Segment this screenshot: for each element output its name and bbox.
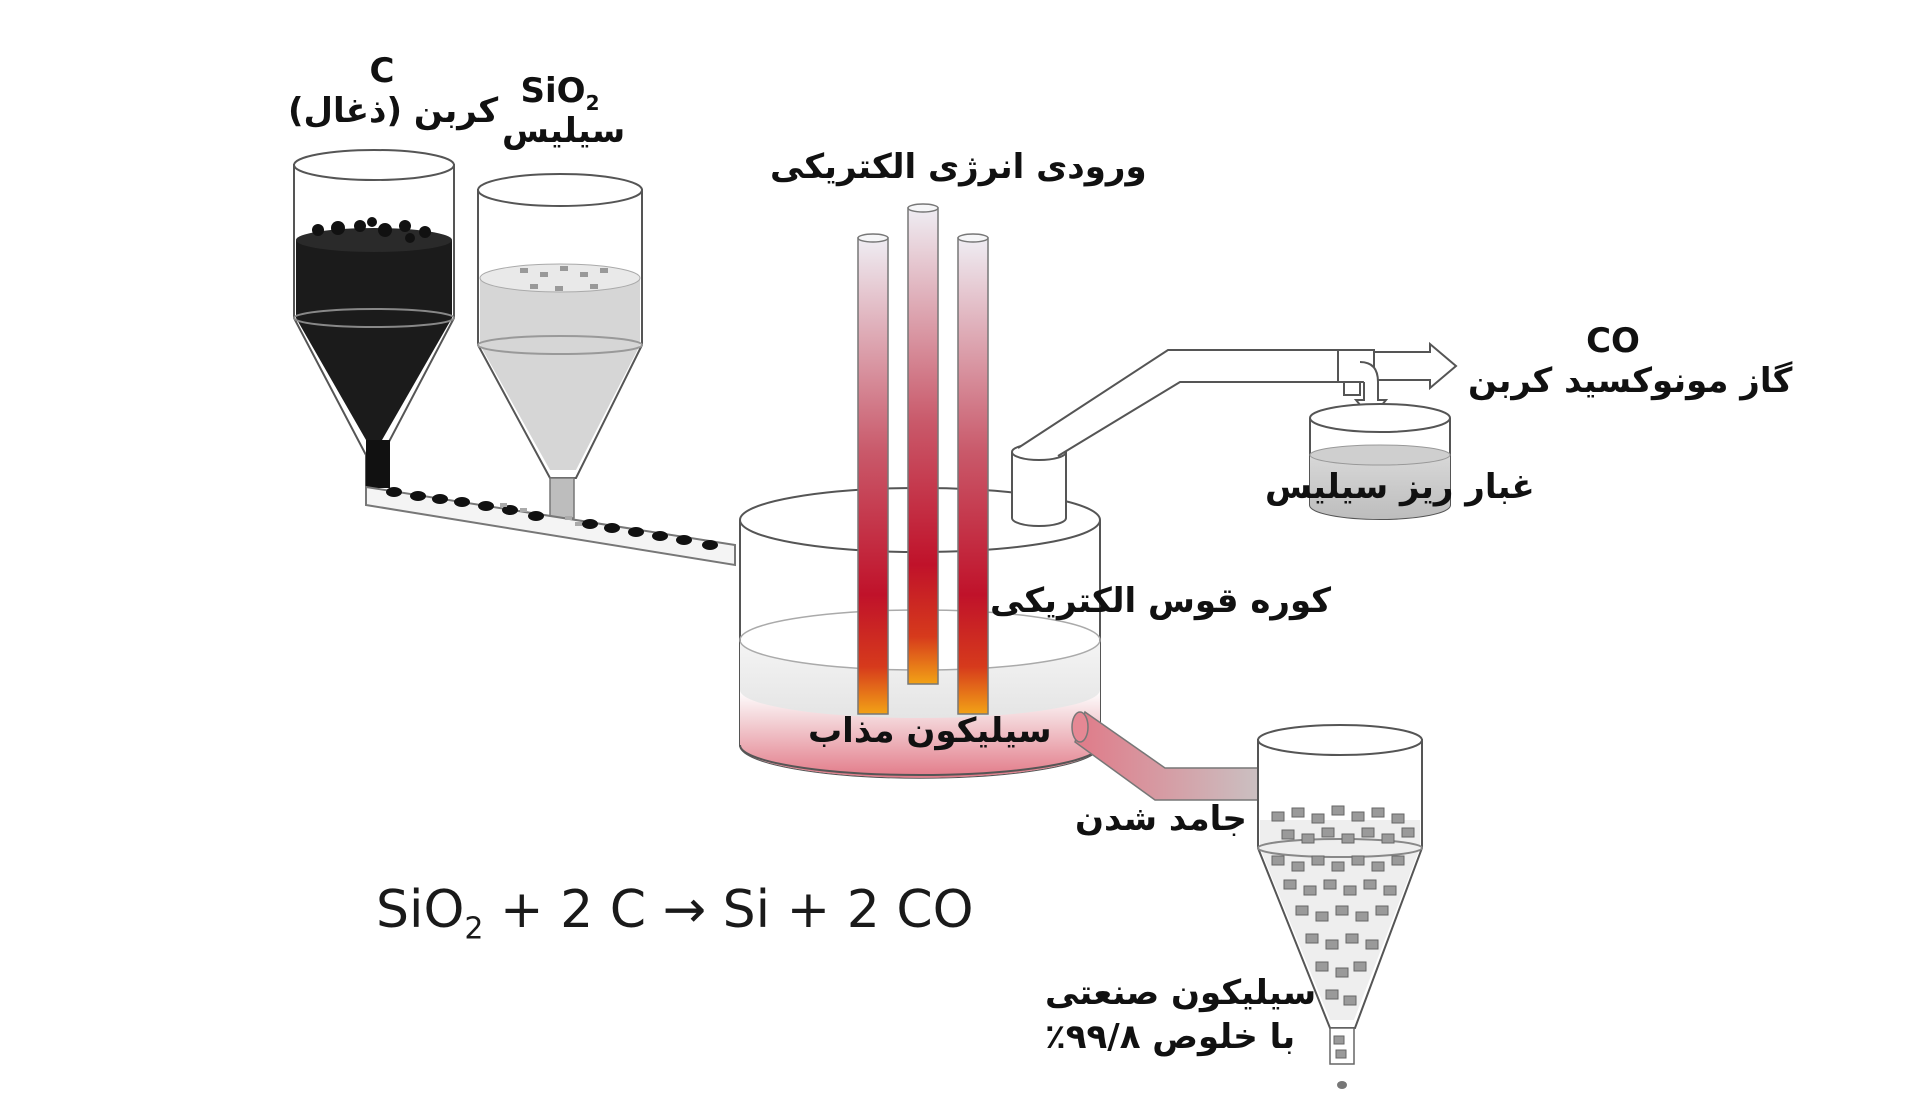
carbon-hopper [293, 149, 455, 488]
tap-pipe [1071, 710, 1281, 801]
electric-input-label: ورودی انرژی الکتریکی [770, 147, 1147, 187]
co-formula: CO [1586, 321, 1640, 361]
co-outlet-arrow [1373, 341, 1458, 391]
industrial-silicon-label: سیلیکون صنعتی [1045, 973, 1317, 1013]
carbon-formula: C [369, 51, 395, 91]
silica-label: سیلیس [502, 111, 626, 151]
electrodes [857, 203, 989, 715]
electrode-right [957, 237, 989, 715]
equation-part1: SiO [376, 880, 465, 940]
silica-formula: SiO2 [505, 71, 615, 115]
solidification-label: جامد شدن [1075, 799, 1247, 839]
feed-chute [365, 485, 786, 644]
electrode-center [907, 207, 939, 685]
equation-part2: + 2 C → Si + 2 CO [483, 880, 974, 940]
dust-collector [1309, 403, 1451, 520]
co-gas-label: گاز مونوکسید کربن [1468, 361, 1793, 401]
purity-label: با خلوص ۹۹/۸٪ [1045, 1017, 1296, 1057]
equation-sub: 2 [464, 911, 484, 947]
reaction-equation: SiO2 + 2 C → Si + 2 CO [376, 880, 974, 946]
molten-silicon-label: سیلیکون مذاب [808, 711, 1052, 751]
electrode-left [857, 237, 889, 715]
furnace-label: کوره قوس الکتریکی [990, 581, 1332, 621]
carbon-label: کربن (ذغال) [288, 91, 499, 131]
silica-hopper [477, 173, 643, 519]
exhaust-duct [1011, 341, 1458, 527]
silica-formula-main: SiO [520, 71, 586, 111]
silica-dust-label: غبار ریز سیلیس [1265, 467, 1535, 507]
silica-formula-sub: 2 [585, 90, 600, 115]
product-hopper [1257, 724, 1423, 1089]
